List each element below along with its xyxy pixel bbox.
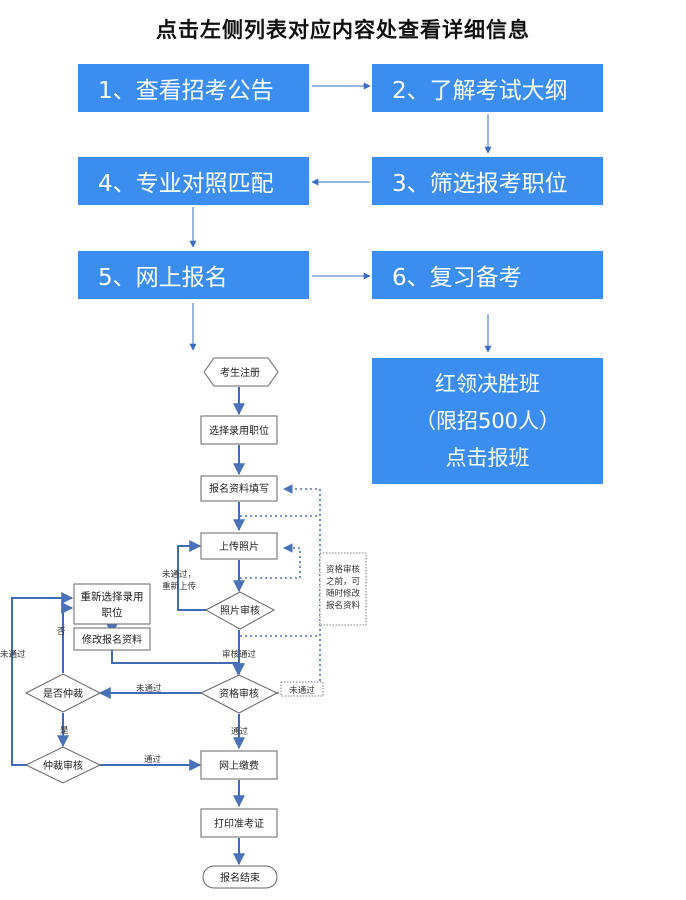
flow-line-modify-to-qual — [111, 650, 244, 676]
promo-line-3: 点击报班 — [445, 446, 530, 470]
step-1-label: 1、查看招考公告 — [98, 78, 274, 104]
label-fail-reupload-1: 未通过， — [162, 569, 196, 580]
step-2-label: 2、了解考试大纲 — [392, 78, 568, 104]
note-line-2: 之前，可 — [326, 576, 361, 587]
flow-line-photo-fail-reupload — [177, 540, 206, 611]
flow-line-arbitration-fail — [11, 592, 74, 766]
step-5-online-registration[interactable]: 5、网上报名 — [78, 251, 309, 299]
node-fill-info — [200, 475, 278, 502]
step-6-label: 6、复习备考 — [392, 265, 522, 291]
node-upload-photo-label: 上传照片 — [219, 540, 259, 553]
label-arbitration-fail: 未通过 — [0, 649, 26, 660]
step-1-view-announcement[interactable]: 1、查看招考公告 — [78, 64, 309, 112]
node-reselect-job-line1: 重新选择录用 — [81, 590, 144, 603]
node-online-pay-label: 网上缴费 — [219, 759, 259, 772]
step-4-label: 4、专业对照匹配 — [98, 171, 274, 197]
label-appeal-yes: 是 — [60, 726, 69, 736]
promo-line-2: （限招500人） — [414, 409, 561, 433]
label-appeal-no: 否 — [57, 627, 66, 637]
node-register-label: 考生注册 — [220, 366, 260, 379]
label-qual-pass: 通过 — [231, 726, 249, 737]
step-5-label: 5、网上报名 — [98, 265, 228, 291]
node-online-pay — [200, 750, 278, 780]
page-title: 点击左侧列表对应内容处查看详细信息 — [156, 18, 530, 42]
node-photo-review — [204, 591, 276, 630]
node-qual-review-label: 资格审核 — [219, 687, 259, 700]
note-box — [319, 552, 367, 626]
step-4-major-match[interactable]: 4、专业对照匹配 — [78, 157, 309, 205]
label-dotted-fail: 未通过 — [289, 685, 315, 696]
node-upload-photo — [200, 532, 278, 560]
dotted-line-qual-to-fill — [277, 484, 321, 694]
node-reselect-job-line2: 职位 — [102, 606, 123, 619]
step-3-filter-positions[interactable]: 3、筛选报考职位 — [372, 157, 603, 205]
label-box-fail — [280, 681, 324, 697]
label-qual-fail: 未通过 — [136, 683, 162, 694]
node-select-job-label: 选择录用职位 — [209, 424, 269, 437]
node-select-job — [200, 415, 278, 445]
node-end-label: 报名结束 — [220, 871, 260, 884]
node-qual-review — [199, 674, 279, 714]
note-line-4: 报名资料 — [326, 600, 361, 611]
label-arbitration-pass: 通过 — [144, 754, 162, 765]
dotted-line-upload-loop — [240, 543, 301, 579]
node-reselect-job — [73, 583, 151, 625]
node-arbitration-label: 仲裁审核 — [43, 759, 83, 772]
node-appeal — [24, 673, 102, 713]
flow-line-appeal-no — [61, 602, 74, 673]
step-2-exam-outline[interactable]: 2、了解考试大纲 — [372, 64, 603, 112]
node-end — [202, 865, 278, 889]
node-modify-info — [73, 627, 151, 651]
label-review-pass: 审核通过 — [222, 649, 257, 660]
node-photo-review-label: 照片审核 — [220, 604, 260, 617]
node-fill-info-label: 报名资料填写 — [209, 482, 269, 495]
step-6-review-prepare[interactable]: 6、复习备考 — [372, 251, 603, 299]
promo-line-1: 红领决胜班 — [435, 372, 540, 396]
node-print-ticket-label: 打印准考证 — [214, 817, 264, 830]
step-3-label: 3、筛选报考职位 — [392, 171, 568, 197]
node-arbitration — [24, 746, 102, 784]
promo-class-button[interactable]: 红领决胜班 （限招500人） 点击报班 — [372, 358, 603, 484]
node-modify-info-label: 修改报名资料 — [82, 633, 142, 646]
note-line-3: 随时修改 — [326, 588, 361, 599]
note-line-1: 资格审核 — [326, 564, 361, 575]
node-print-ticket — [200, 808, 278, 838]
node-appeal-label: 是否仲裁 — [43, 687, 83, 700]
label-fail-reupload-2: 重新上传 — [162, 581, 197, 592]
node-register — [203, 357, 279, 387]
